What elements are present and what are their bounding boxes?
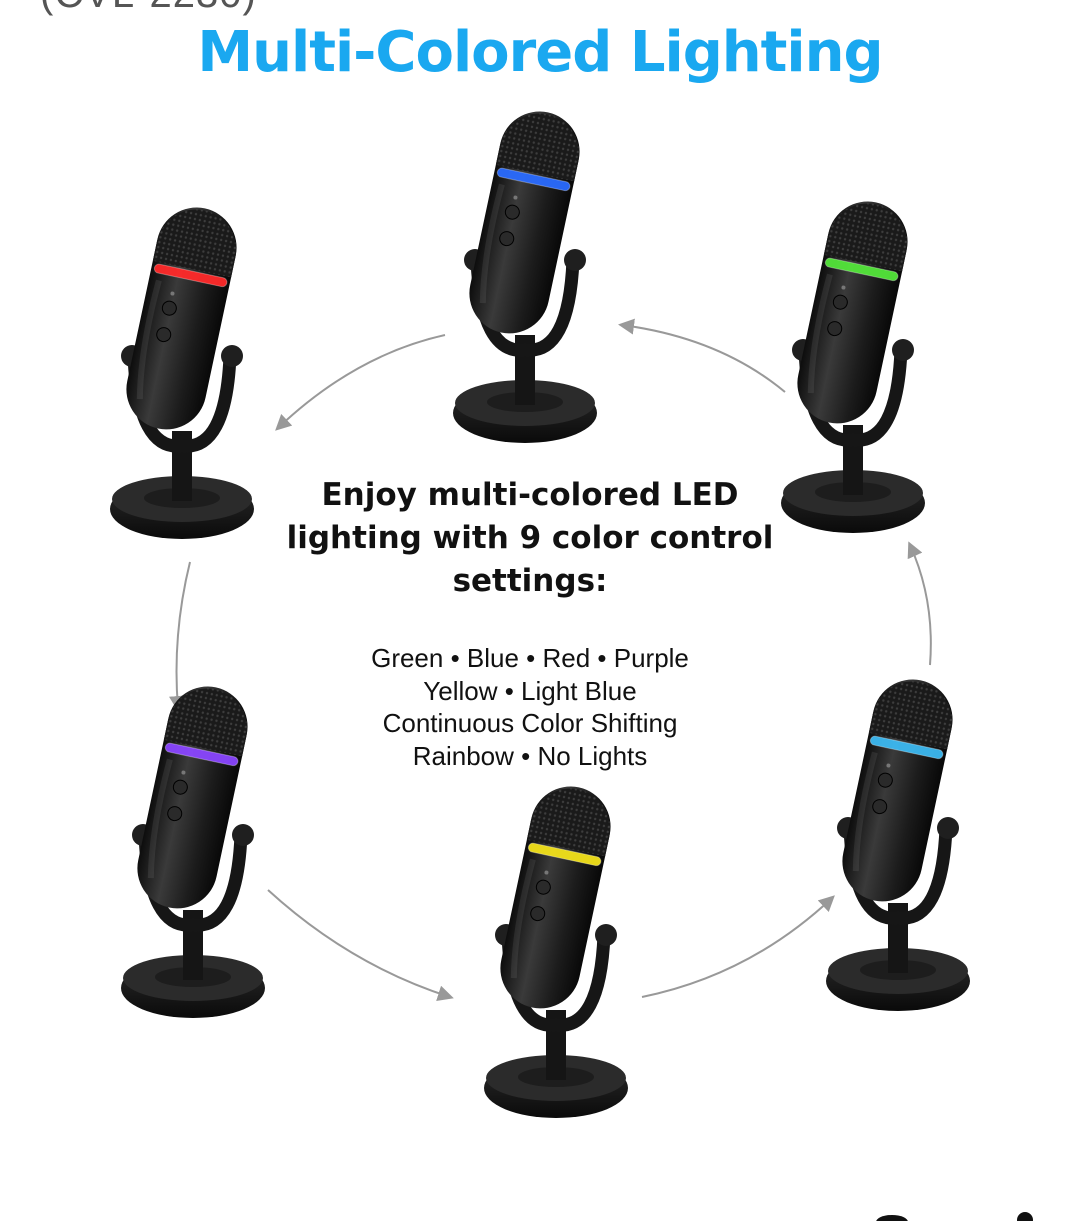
cycle-arrow xyxy=(641,895,835,998)
cycle-arrow xyxy=(267,889,454,1001)
led-intro-text: Enjoy multi-colored LED lighting with 9 … xyxy=(286,477,774,599)
cropped-product-code: (CVL-2230) xyxy=(40,0,257,17)
color-options-list: Green • Blue • Red • Purple Yellow • Lig… xyxy=(300,642,760,772)
cycle-arrow xyxy=(907,541,932,666)
cycle-arrows xyxy=(169,318,932,1001)
color-options-line: Yellow • Light Blue xyxy=(423,675,637,706)
microphone-icon-upper-left xyxy=(110,207,254,539)
color-options-line: Continuous Color Shifting xyxy=(382,708,678,738)
partial-icon xyxy=(876,1215,908,1221)
microphone-icon-lower-left xyxy=(121,686,265,1018)
cycle-arrow xyxy=(618,318,786,393)
microphone-icon-upper-right xyxy=(781,201,925,533)
microphone-icon-top xyxy=(453,111,597,443)
page-title: Multi-Colored Lighting xyxy=(197,20,883,85)
microphone-icon-lower-right xyxy=(826,679,970,1011)
corner-icons xyxy=(876,1212,1033,1221)
cycle-arrow xyxy=(275,334,446,431)
microphone-icon-bottom xyxy=(484,786,628,1118)
cycle-arrow xyxy=(169,561,191,712)
color-options-line: Rainbow • No Lights xyxy=(412,740,648,771)
partial-icon xyxy=(1017,1212,1033,1221)
color-options-line: Green • Blue • Red • Purple xyxy=(371,643,689,673)
